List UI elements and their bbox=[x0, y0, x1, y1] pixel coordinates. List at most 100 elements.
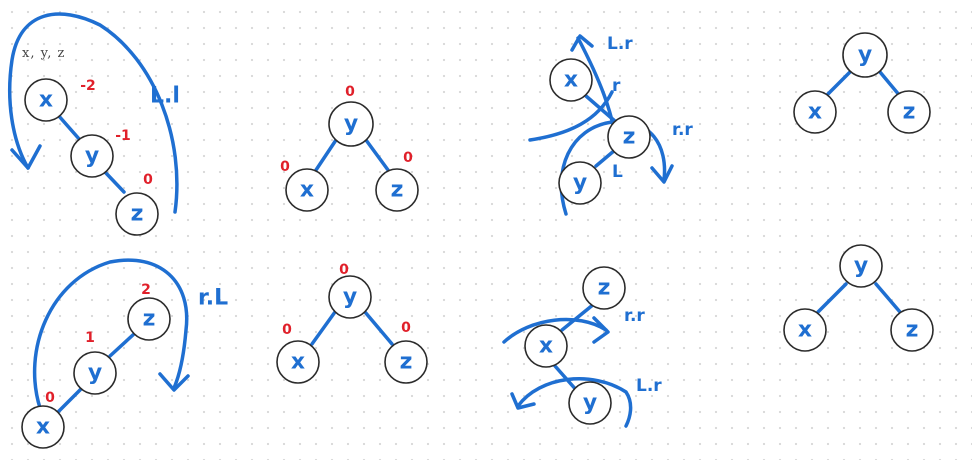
tree-node: y bbox=[328, 275, 372, 319]
tree-2: y x z 0 0 0 bbox=[280, 84, 419, 212]
svg-text:z: z bbox=[906, 318, 919, 343]
svg-text:z: z bbox=[143, 307, 156, 332]
rotation-arrow bbox=[502, 317, 608, 344]
svg-text:y: y bbox=[573, 171, 587, 196]
edge bbox=[56, 386, 84, 414]
tree-node: x bbox=[276, 340, 320, 384]
edge bbox=[103, 170, 126, 194]
tree-node: z bbox=[887, 90, 931, 134]
svg-text:x: x bbox=[808, 100, 822, 125]
svg-text:y: y bbox=[88, 361, 102, 386]
balance-factor: 0 bbox=[403, 150, 413, 166]
rotation-label: r.r bbox=[672, 120, 693, 140]
tree-node: x bbox=[524, 324, 568, 368]
svg-text:x: x bbox=[300, 178, 314, 203]
balance-factor: 0 bbox=[339, 262, 349, 278]
rotation-label: L.l bbox=[150, 84, 180, 109]
edge bbox=[363, 310, 394, 346]
balance-factor: -1 bbox=[115, 128, 131, 144]
balance-factor: 1 bbox=[85, 330, 95, 346]
tree-node: z bbox=[582, 266, 626, 310]
edge bbox=[878, 70, 902, 98]
balance-factor: -2 bbox=[80, 78, 96, 94]
rotation-label: r.L bbox=[198, 286, 228, 311]
edge bbox=[874, 282, 902, 314]
arrowhead bbox=[10, 144, 42, 170]
rotation-label: L.r bbox=[607, 34, 633, 54]
svg-text:z: z bbox=[598, 276, 611, 301]
tree-node: z bbox=[375, 168, 419, 212]
edge bbox=[560, 302, 596, 332]
tree-node: y bbox=[568, 381, 612, 425]
tree-node: y bbox=[839, 244, 883, 288]
tree-node: x bbox=[24, 78, 68, 122]
svg-text:z: z bbox=[623, 125, 636, 150]
rotation-label: L bbox=[612, 162, 623, 182]
svg-text:x: x bbox=[36, 415, 50, 440]
rotation-label: r.r bbox=[624, 306, 645, 326]
tree-5: z y x 2 1 0 r.L bbox=[21, 258, 228, 449]
tree-node: z bbox=[607, 115, 651, 159]
tree-node: x bbox=[549, 58, 593, 102]
tree-node: y bbox=[328, 101, 374, 147]
balance-factor: 0 bbox=[282, 322, 292, 338]
arrowhead bbox=[510, 392, 536, 410]
tree-node: x bbox=[783, 308, 827, 352]
tree-node: z bbox=[115, 192, 159, 236]
rotation-label: r bbox=[612, 76, 621, 96]
svg-text:x: x bbox=[291, 350, 305, 375]
rotation-stroke bbox=[528, 90, 614, 142]
svg-text:z: z bbox=[400, 350, 413, 375]
arrowhead bbox=[650, 164, 674, 184]
svg-text:y: y bbox=[344, 112, 358, 137]
tree-node: y bbox=[842, 32, 888, 78]
svg-text:y: y bbox=[583, 391, 597, 416]
edge bbox=[310, 310, 337, 346]
tree-node: y bbox=[70, 134, 114, 178]
tree-node: z bbox=[127, 297, 171, 341]
arrowhead bbox=[592, 316, 610, 344]
arrowhead bbox=[158, 372, 190, 392]
svg-text:x: x bbox=[564, 68, 578, 93]
svg-text:z: z bbox=[903, 100, 916, 125]
tree-4: y x z bbox=[793, 32, 931, 134]
tree-node: x bbox=[285, 168, 329, 212]
tree-node: z bbox=[384, 340, 428, 384]
svg-text:z: z bbox=[131, 202, 144, 227]
svg-text:x: x bbox=[39, 88, 53, 113]
balance-factor: 0 bbox=[280, 159, 290, 175]
svg-text:x: x bbox=[539, 334, 553, 359]
balance-factor: 0 bbox=[45, 390, 55, 406]
tree-node: y bbox=[558, 161, 602, 205]
edge bbox=[824, 70, 852, 98]
tree-node: z bbox=[890, 308, 934, 352]
balance-factor: 0 bbox=[401, 320, 411, 336]
tree-node: x bbox=[793, 90, 837, 134]
edge bbox=[816, 282, 848, 314]
rotation-arrow bbox=[7, 12, 179, 214]
balance-factor: 2 bbox=[141, 282, 151, 298]
svg-text:y: y bbox=[343, 285, 357, 310]
svg-text:y: y bbox=[85, 144, 99, 169]
svg-text:y: y bbox=[854, 254, 868, 279]
edge bbox=[56, 113, 82, 142]
tree-7: z x y r.r L.r bbox=[502, 266, 662, 428]
edge bbox=[314, 138, 338, 172]
tree-6: y x z 0 0 0 bbox=[276, 262, 428, 384]
tree-3: x z y L.r r r.r L bbox=[528, 34, 693, 216]
tree-8: y x z bbox=[783, 244, 934, 352]
rotation-arrow bbox=[516, 377, 633, 428]
svg-text:y: y bbox=[858, 43, 872, 68]
edge bbox=[108, 332, 136, 358]
tree-node: x bbox=[21, 405, 65, 449]
edge bbox=[364, 138, 390, 172]
tree-node: y bbox=[73, 351, 117, 395]
svg-text:z: z bbox=[391, 178, 404, 203]
typed-note: x, y, z bbox=[22, 46, 66, 61]
svg-text:x: x bbox=[798, 318, 812, 343]
rotation-arrow bbox=[32, 258, 189, 410]
balance-factor: 0 bbox=[143, 172, 153, 188]
arrowhead bbox=[570, 34, 594, 52]
